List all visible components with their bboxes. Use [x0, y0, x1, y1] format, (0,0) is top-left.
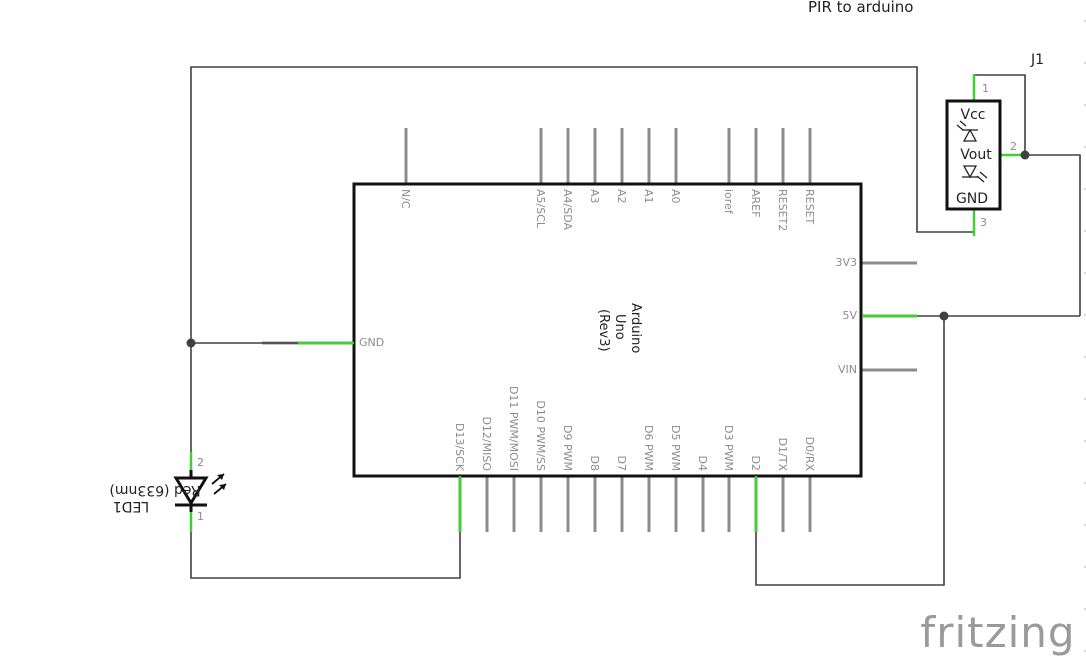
photodiode-icon	[956, 120, 978, 142]
pin-label-d8: D8	[588, 456, 601, 471]
pin-label-d2: D2	[749, 456, 762, 471]
ir-led-icon	[962, 165, 988, 183]
sensor-pin-vcc: Vcc	[961, 107, 986, 123]
led-value: Red (633nm)	[109, 482, 200, 498]
fritzing-logo: fritzing	[920, 608, 1075, 657]
junction-gnd	[186, 338, 196, 348]
arduino-name-line-2: Uno	[612, 314, 627, 340]
pin-label-reset: RESET	[803, 189, 816, 225]
pin-label-3v3: 3V3	[835, 256, 857, 269]
pin-label-a3: A3	[588, 189, 601, 204]
bottom-pin-stubs	[458, 476, 812, 532]
pin-label-gnd: GND	[359, 336, 384, 349]
sensor-pin-vout: Vout	[960, 147, 992, 163]
pin-label-d10: D10 PWM/SS	[534, 400, 547, 471]
pin-label-d13: D13/SCK	[453, 423, 466, 472]
led-pin-number-2: 2	[197, 456, 204, 469]
sensor-ref: J1	[1030, 52, 1044, 68]
arduino-name-line-1: Arduino	[628, 303, 643, 353]
sensor-pin-number-3: 3	[980, 216, 987, 229]
pin-label-a5: A5/SCL	[534, 189, 547, 229]
diagram-title: PIR to arduino	[808, 0, 913, 16]
led-ref: LED1	[113, 498, 149, 514]
junction-vout	[1020, 150, 1030, 160]
pin-label-a4: A4/SDA	[561, 189, 574, 230]
pin-label-vin: VIN	[838, 363, 857, 376]
pin-label-d3: D3 PWM	[722, 425, 735, 471]
connection-highlights	[189, 74, 1023, 532]
pin-label-a2: A2	[615, 189, 628, 204]
sensor-pin-gnd: GND	[956, 191, 988, 207]
pin-label-reset2: RESET2	[776, 189, 789, 231]
pin-label-d1: D1/TX	[776, 438, 789, 472]
pin-label-d0: D0/RX	[803, 437, 816, 472]
sensor-pin-number-1: 1	[982, 82, 989, 95]
pin-label-d4: D4	[696, 456, 709, 471]
pin-label-d9: D9 PWM	[561, 425, 574, 471]
led-diode-icon	[173, 470, 227, 512]
pin-label-d12: D12/MISO	[480, 416, 493, 471]
pin-label-ioref: ioref	[722, 189, 735, 215]
pin-label-d6: D6 PWM	[642, 425, 655, 471]
junction-5v	[939, 311, 949, 321]
pin-label-d5: D5 PWM	[669, 425, 682, 471]
pin-label-5v: 5V	[842, 309, 857, 322]
arduino-uno-body	[352, 182, 863, 478]
sensor-pin-number-2: 2	[1010, 140, 1017, 153]
pin-label-a1: A1	[642, 189, 655, 204]
pin-label-a0: A0	[669, 189, 682, 204]
arduino-name-line-3: (Rev3)	[596, 309, 611, 352]
pir-sensor-body	[945, 99, 1002, 211]
wires	[190, 66, 1081, 586]
pin-label-nc: N/C	[399, 189, 412, 209]
pin-label-aref: AREF	[749, 189, 762, 217]
led-pin-number-1: 1	[197, 510, 204, 523]
pin-label-d11: D11 PWM/MOSI	[507, 386, 520, 471]
top-pin-stubs	[404, 128, 812, 184]
pin-label-d7: D7	[615, 456, 628, 471]
